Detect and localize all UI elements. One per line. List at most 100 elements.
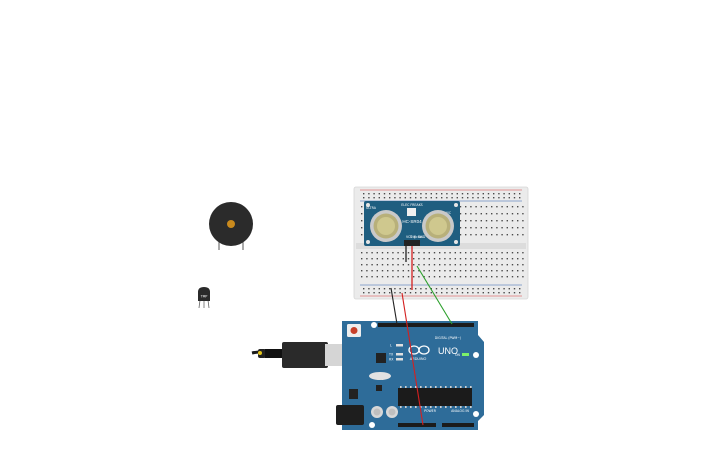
breadboard-hole [444, 270, 446, 272]
breadboard-hole [413, 264, 415, 266]
breadboard-hole [496, 252, 498, 254]
chip-pin [470, 386, 472, 388]
breadboard-hole [371, 270, 373, 272]
breadboard-hole [485, 227, 488, 229]
l-label: L [390, 344, 392, 348]
breadboard-hole [444, 276, 446, 278]
breadboard-hole [423, 258, 425, 260]
pin-trig: Trig [409, 235, 416, 239]
breadboard-hole [383, 288, 386, 290]
breadboard-hole [402, 276, 404, 278]
breadboard-hole [454, 252, 456, 254]
temp-sensor-label: TMP [200, 295, 208, 299]
breadboard-hole [496, 220, 498, 222]
chip-pin [440, 386, 442, 388]
breadboard-hole [373, 292, 375, 294]
breadboard-hole [496, 276, 498, 278]
breadboard-hole [459, 220, 462, 222]
breadboard-hole [413, 258, 415, 260]
breadboard-hole [501, 258, 503, 260]
crystal [407, 208, 416, 216]
breadboard-hole [480, 252, 482, 254]
breadboard-hole [435, 197, 438, 199]
breadboard-hole [430, 197, 432, 199]
piezo-buzzer[interactable] [209, 202, 253, 250]
breadboard-hole [493, 288, 495, 290]
breadboard-hole [425, 292, 427, 294]
breadboard-hole [517, 258, 519, 260]
breadboard-hole [378, 197, 380, 199]
breadboard-hole [399, 288, 401, 290]
breadboard-hole [387, 264, 389, 266]
breadboard-hole [485, 258, 488, 260]
power-jack[interactable] [336, 405, 364, 425]
chip-pin [470, 406, 472, 408]
wire-red[interactable] [401, 292, 424, 426]
breadboard-hole [361, 220, 363, 222]
arduino-uno[interactable]: DIGITAL (PWM~) ARDUINO UNO L TX RX ON [336, 321, 484, 430]
breadboard-hole [428, 252, 430, 254]
breadboard-hole [501, 234, 503, 236]
breadboard-hole [480, 206, 482, 208]
breadboard-hole [446, 193, 448, 195]
breadboard-hole [389, 292, 391, 294]
breadboard-hole [420, 292, 422, 294]
wire-green[interactable] [416, 265, 453, 325]
breadboard-hole [496, 227, 498, 229]
breadboard-hole [413, 276, 415, 278]
breadboard-hole [501, 276, 503, 278]
breadboard-hole [456, 197, 458, 199]
breadboard-hole [475, 264, 477, 266]
pin-vcc: VCC [406, 235, 413, 239]
breadboard-hole [430, 292, 432, 294]
breadboard-hole [503, 292, 505, 294]
breadboard-hole [487, 288, 490, 290]
breadboard-hole [491, 264, 493, 266]
breadboard-hole [470, 264, 472, 266]
breadboard-hole [446, 292, 448, 294]
breadboard-hole [366, 258, 368, 260]
breadboard-hole [454, 264, 456, 266]
breadboard-hole [475, 234, 477, 236]
breadboard-hole [485, 234, 488, 236]
breadboard-hole [480, 270, 482, 272]
breadboard-hole [459, 227, 462, 229]
breadboard-hole [522, 264, 524, 266]
breadboard-hole [477, 288, 479, 290]
breadboard-hole [496, 213, 498, 215]
breadboard-hole [480, 213, 482, 215]
breadboard-hole [470, 234, 472, 236]
breadboard-hole [459, 252, 462, 254]
breadboard-hole [366, 264, 368, 266]
breadboard-hole [435, 288, 438, 290]
breadboard-hole [501, 206, 503, 208]
breadboard-hole [511, 258, 514, 260]
breadboard-hole [465, 276, 467, 278]
breadboard-hole [368, 288, 370, 290]
breadboard-hole [491, 276, 493, 278]
sensor-left-label: ULTRA [366, 206, 377, 210]
wire-black[interactable] [390, 287, 398, 325]
breadboard-hole [475, 206, 477, 208]
breadboard-hole [430, 193, 432, 195]
breadboard-hole [366, 276, 368, 278]
breadboard-hole [482, 193, 484, 195]
ultrasonic-sensor[interactable]: ELEC FREAKS ULTRA SONIC HC-SR04 VCC Trig… [364, 201, 460, 246]
breadboard-hole [387, 276, 389, 278]
breadboard-hole [513, 288, 516, 290]
breadboard-hole [428, 258, 430, 260]
breadboard-hole [456, 292, 458, 294]
pin-echo: Echo [414, 235, 422, 239]
breadboard-hole [501, 220, 503, 222]
breadboard-hole [459, 264, 462, 266]
temperature-sensor[interactable]: TMP [198, 287, 210, 309]
breadboard-hole [496, 264, 498, 266]
breadboard-hole [361, 234, 363, 236]
breadboard-hole [389, 197, 391, 199]
breadboard-hole [446, 288, 448, 290]
breadboard-hole [485, 276, 488, 278]
breadboard-hole [477, 292, 479, 294]
breadboard-hole [517, 270, 519, 272]
breadboard-hole [409, 193, 412, 195]
breadboard-hole [449, 252, 451, 254]
